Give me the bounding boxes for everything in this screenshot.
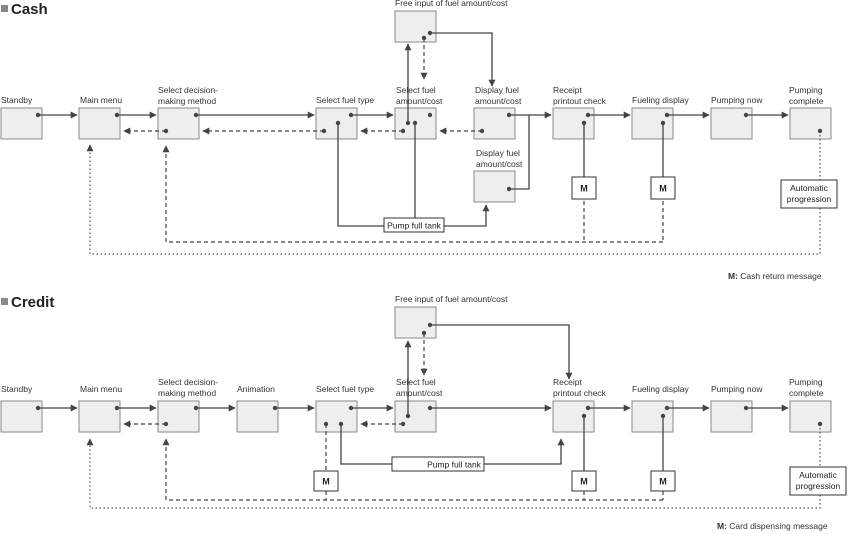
cash-pump-full-tank-text: Pump full tank bbox=[387, 221, 442, 231]
credit-back-arrows bbox=[123, 333, 664, 501]
credit-complete-box bbox=[789, 400, 832, 433]
cash-connector-dots bbox=[35, 30, 823, 192]
credit-label-fueling: Fueling display bbox=[632, 384, 689, 394]
cash-label-main-menu: Main menu bbox=[80, 95, 122, 105]
cash-complete-box bbox=[789, 107, 832, 140]
credit-legend-text: Card dispensing message bbox=[727, 521, 828, 531]
cash-label-disp-amount-b-2: amount/cost bbox=[476, 159, 523, 169]
cash-m-tag-receipt bbox=[571, 176, 597, 200]
credit-label-sel-amount-1: Select fuel bbox=[396, 377, 436, 387]
cash-label-sel-amount-2: amount/cost bbox=[396, 96, 443, 106]
cash-label-pumping: Pumping now bbox=[711, 95, 763, 105]
credit-m-text-fueling: M bbox=[659, 477, 667, 487]
cash-auto-text-1: Automatic bbox=[790, 183, 829, 193]
credit-label-receipt-1: Receipt bbox=[553, 377, 582, 387]
cash-free-input-box bbox=[394, 10, 437, 43]
credit-connector-dots bbox=[35, 322, 823, 427]
cash-label-receipt-2: printout check bbox=[553, 96, 607, 106]
cash-pumping-box bbox=[710, 107, 753, 140]
credit-animation-box bbox=[236, 400, 279, 433]
cash-label-disp-amount-b-1: Display fuel bbox=[476, 148, 520, 158]
cash-label-disp-amount-2: amount/cost bbox=[475, 96, 522, 106]
cash-section-marker bbox=[1, 5, 8, 12]
cash-disp-amount-b-box bbox=[473, 170, 516, 203]
cash-m-text-receipt: M bbox=[580, 184, 588, 194]
credit-m-tag-receipt bbox=[571, 470, 597, 492]
cash-label-sel-amount-1: Select fuel bbox=[396, 85, 436, 95]
credit-pump-full-tank-text: Pump full tank bbox=[427, 460, 482, 470]
cash-label-decision-1: Select decision- bbox=[158, 85, 218, 95]
credit-label-decision-2: making method bbox=[158, 388, 216, 398]
credit-label-animation: Animation bbox=[237, 384, 275, 394]
cash-m-text-fueling: M bbox=[659, 184, 667, 194]
cash-label-complete-1: Pumping bbox=[789, 85, 823, 95]
cash-dotted-return bbox=[86, 131, 821, 255]
cash-pump-full-tank-tag bbox=[383, 217, 445, 233]
credit-receipt-box bbox=[552, 400, 595, 433]
credit-forward-arrows bbox=[38, 324, 789, 471]
cash-back-arrows bbox=[123, 38, 664, 243]
credit-label-complete-1: Pumping bbox=[789, 377, 823, 387]
cash-section: Cash Free input of fuel amount/cost Stan… bbox=[0, 0, 838, 281]
credit-free-input-box bbox=[394, 306, 437, 339]
cash-label-disp-amount-1: Display fuel bbox=[475, 85, 519, 95]
credit-label-complete-2: complete bbox=[789, 388, 824, 398]
cash-legend-note: M: Cash return message bbox=[728, 271, 822, 281]
cash-label-standby: Standby bbox=[1, 95, 33, 105]
cash-label-free-input: Free input of fuel amount/cost bbox=[395, 0, 508, 8]
credit-fuel-type-box bbox=[315, 400, 358, 433]
credit-section: Credit Free input of fuel amount/cost St… bbox=[0, 294, 847, 531]
cash-label-decision-2: making method bbox=[158, 96, 216, 106]
credit-m-tag-fueling bbox=[650, 470, 676, 492]
credit-label-main-menu: Main menu bbox=[80, 384, 122, 394]
credit-m-text-fuel-type: M bbox=[322, 477, 330, 487]
credit-auto-tag bbox=[789, 466, 847, 496]
cash-auto-tag bbox=[780, 179, 838, 209]
cash-m-tag-fueling bbox=[650, 176, 676, 200]
credit-label-pumping: Pumping now bbox=[711, 384, 763, 394]
credit-decision-box bbox=[157, 400, 200, 433]
cash-label-receipt-1: Receipt bbox=[553, 85, 582, 95]
credit-section-title: Credit bbox=[11, 294, 54, 311]
cash-label-fueling: Fueling display bbox=[632, 95, 689, 105]
cash-fueling-box bbox=[631, 107, 674, 140]
credit-fueling-box bbox=[631, 400, 674, 433]
credit-pumping-box bbox=[710, 400, 753, 433]
credit-dotted-return bbox=[86, 424, 821, 509]
credit-label-standby: Standby bbox=[1, 384, 33, 394]
credit-label-receipt-2: printout check bbox=[553, 388, 607, 398]
credit-label-fuel-type: Select fuel type bbox=[316, 384, 374, 394]
credit-sel-amount-box bbox=[394, 400, 437, 433]
cash-auto-text-2: progression bbox=[787, 194, 832, 204]
cash-legend-key: M: bbox=[728, 271, 738, 281]
credit-section-marker bbox=[1, 298, 8, 305]
credit-label-free-input: Free input of fuel amount/cost bbox=[395, 294, 508, 304]
cash-section-title: Cash bbox=[11, 1, 48, 18]
credit-m-tag-fuel-type bbox=[313, 470, 339, 492]
cash-decision-box bbox=[157, 107, 200, 140]
cash-standby-box bbox=[0, 107, 43, 140]
credit-auto-text-2: progression bbox=[796, 481, 841, 491]
cash-label-fuel-type: Select fuel type bbox=[316, 95, 374, 105]
credit-main-menu-box bbox=[78, 400, 121, 433]
credit-pump-full-tank-tag bbox=[391, 456, 485, 472]
credit-label-decision-1: Select decision- bbox=[158, 377, 218, 387]
cash-main-menu-box bbox=[78, 107, 121, 140]
credit-label-sel-amount-2: amount/cost bbox=[396, 388, 443, 398]
cash-disp-amount-box bbox=[473, 107, 516, 140]
cash-forward-arrows bbox=[38, 32, 789, 227]
credit-auto-text-1: Automatic bbox=[799, 470, 838, 480]
credit-legend-key: M: bbox=[717, 521, 727, 531]
cash-receipt-box bbox=[552, 107, 595, 140]
credit-standby-box bbox=[0, 400, 43, 433]
cash-legend-text: Cash return message bbox=[738, 271, 822, 281]
credit-m-text-receipt: M bbox=[580, 477, 588, 487]
cash-label-complete-2: complete bbox=[789, 96, 824, 106]
credit-legend-note: M: Card dispensing message bbox=[717, 521, 828, 531]
